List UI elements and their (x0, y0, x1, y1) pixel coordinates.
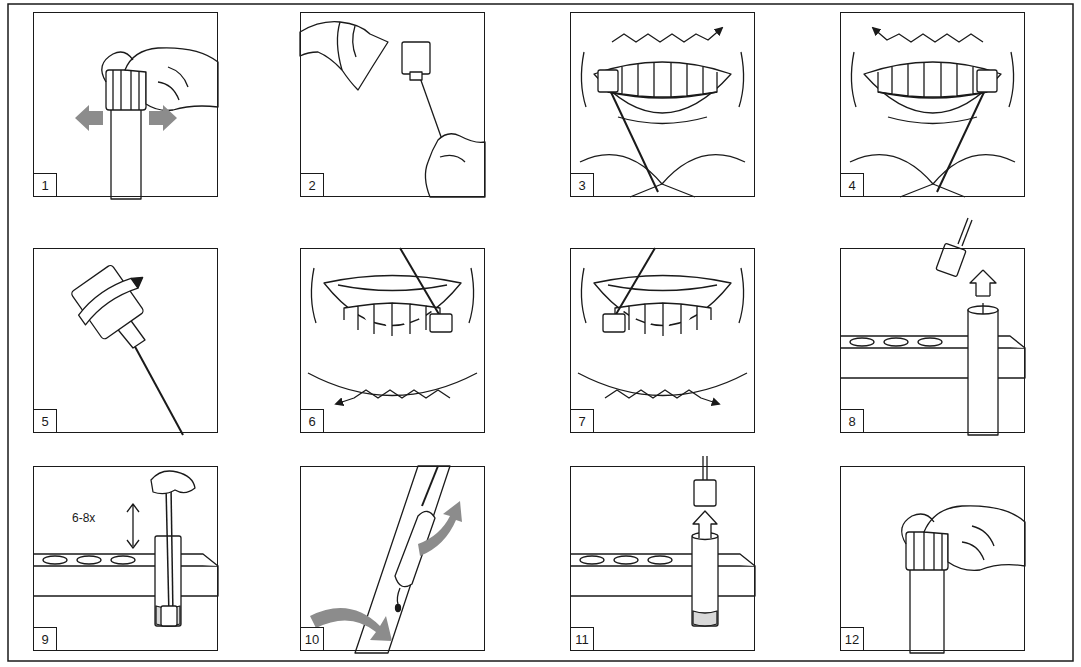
step-panel: 7 (570, 248, 755, 433)
step-number: 4 (840, 173, 864, 197)
step-number: 5 (33, 409, 57, 433)
step-number: 9 (33, 627, 57, 651)
step-number: 3 (570, 173, 594, 197)
step-panel: 3 (570, 12, 755, 197)
step-number: 10 (300, 627, 324, 651)
step-panel: 4 (840, 12, 1025, 197)
step-panel: 12 (840, 466, 1025, 651)
step-panel: 2 (300, 12, 485, 197)
step-panel: 10 (300, 466, 485, 651)
step-panel: 5 (33, 248, 218, 433)
step-number: 6 (300, 409, 324, 433)
step-panel: 6 (300, 248, 485, 433)
repeat-count: 6-8x (72, 511, 95, 525)
step-number: 12 (840, 627, 864, 651)
step-number: 8 (840, 409, 864, 433)
step-panel: 11 (570, 466, 755, 651)
step-panel: 9 6-8x (33, 466, 218, 651)
step-number: 7 (570, 409, 594, 433)
step-panel: 1 (33, 12, 218, 197)
step-number: 2 (300, 173, 324, 197)
step-number: 1 (33, 173, 57, 197)
step-panel: 8 (840, 248, 1025, 433)
step-number: 11 (570, 627, 594, 651)
